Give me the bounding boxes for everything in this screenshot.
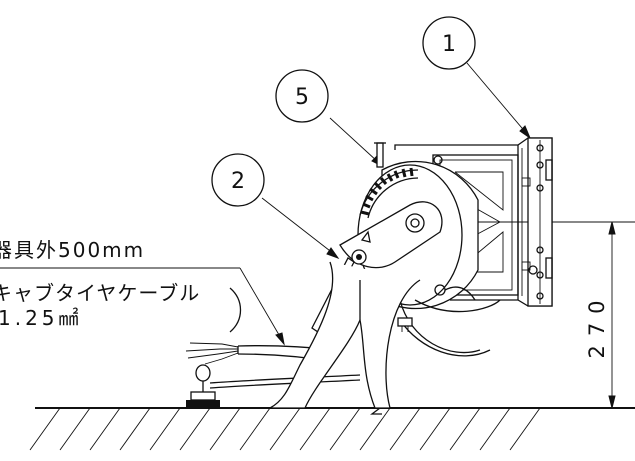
callout-1-label: 1	[442, 32, 456, 57]
callout-2: 2	[211, 153, 265, 207]
dimension-value: 270	[585, 291, 609, 358]
housing-bracket	[394, 137, 553, 307]
cable-note-line1: 器具外500mm	[0, 238, 145, 262]
closing-paren	[229, 287, 242, 333]
callout-1: 1	[422, 16, 476, 70]
callout-5-label: 5	[295, 85, 309, 110]
callout-5: 5	[275, 69, 329, 123]
stand-body	[269, 261, 501, 415]
magnet-base	[186, 364, 220, 408]
cable-note-line3: 1.25㎟	[0, 306, 83, 330]
callout-2-label: 2	[231, 169, 245, 194]
leader-lines	[0, 62, 532, 346]
floor-hatching	[29, 407, 635, 451]
cable-note: 器具外500mm キャブタイヤケーブル 1.25㎟	[0, 238, 242, 333]
cable-note-line2: キャブタイヤケーブル	[0, 281, 200, 305]
